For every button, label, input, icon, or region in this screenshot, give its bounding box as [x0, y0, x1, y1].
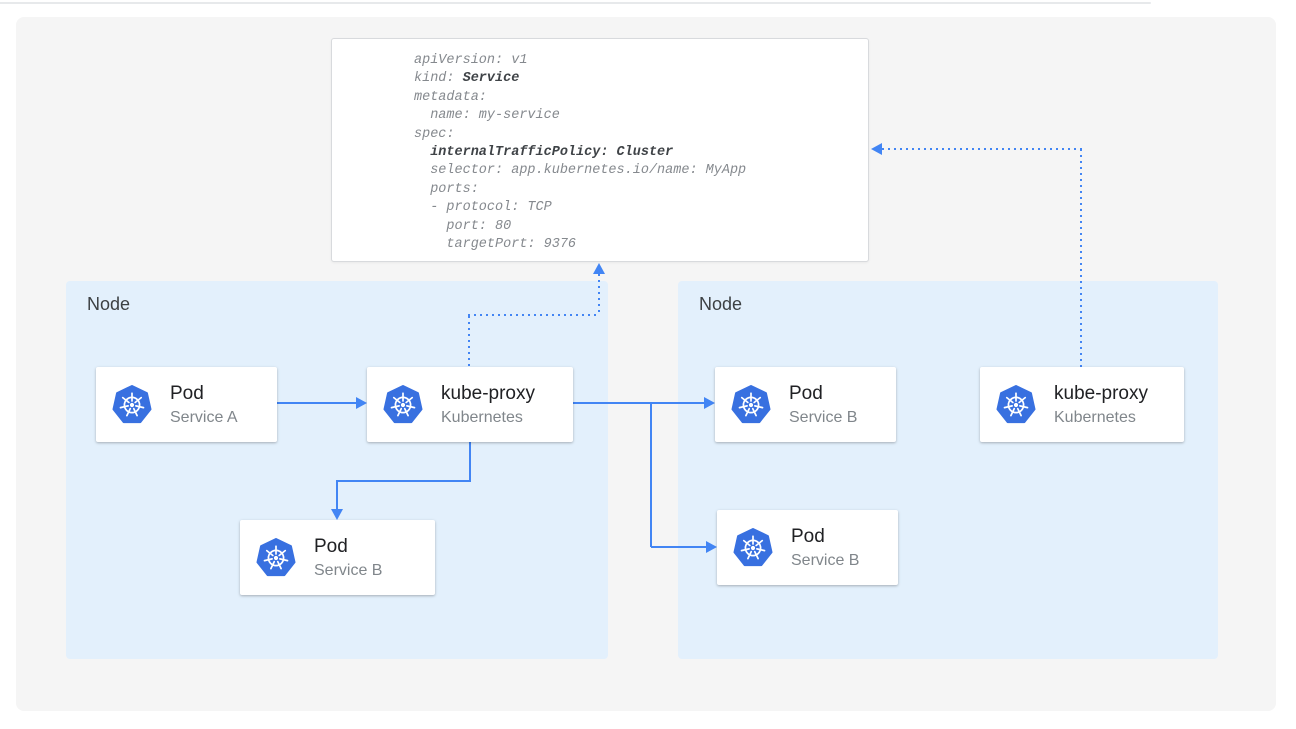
- pod-card-service-a: Pod Service A: [96, 367, 277, 442]
- arrow-kube-proxy-to-remote-pod-top-head: [704, 397, 715, 409]
- dotted-arrow-left-kube-proxy-segment: [468, 314, 600, 316]
- card-title: kube-proxy: [441, 382, 535, 405]
- top-divider: [0, 2, 1151, 4]
- card-subtitle: Service B: [789, 407, 857, 428]
- card-subtitle: Kubernetes: [1054, 407, 1148, 428]
- card-subtitle: Service A: [170, 407, 238, 428]
- pod-card-service-b-right-top: Pod Service B: [715, 367, 896, 442]
- kubernetes-icon: [732, 528, 774, 568]
- kubernetes-icon: [111, 385, 153, 425]
- pod-card-service-b-left: Pod Service B: [240, 520, 435, 595]
- kubernetes-icon: [730, 385, 772, 425]
- yaml-line: - protocol: TCP: [414, 199, 868, 217]
- kubernetes-icon: [255, 538, 297, 578]
- card-title: Pod: [170, 382, 238, 405]
- arrow-pod-a-to-kube-proxy-line: [277, 402, 358, 404]
- arrow-kube-proxy-to-local-pod-b-segment: [336, 480, 338, 510]
- yaml-line: apiVersion: v1: [414, 52, 868, 70]
- kubernetes-icon: [382, 385, 424, 425]
- node-right: Node: [678, 281, 1218, 659]
- yaml-line: kind: Service: [414, 70, 868, 88]
- yaml-line: port: 80: [414, 218, 868, 236]
- card-title: Pod: [314, 535, 382, 558]
- card-subtitle: Kubernetes: [441, 407, 535, 428]
- card-subtitle: Service B: [791, 550, 859, 571]
- arrow-pod-a-to-kube-proxy-head: [356, 397, 367, 409]
- kube-proxy-card-right: kube-proxy Kubernetes: [980, 367, 1184, 442]
- yaml-line: internalTrafficPolicy: Cluster: [414, 144, 868, 162]
- node-left: Node: [66, 281, 608, 659]
- yaml-line: ports:: [414, 181, 868, 199]
- yaml-line: spec:: [414, 126, 868, 144]
- card-title: Pod: [791, 525, 859, 548]
- arrow-kube-proxy-to-local-pod-b-head: [331, 509, 343, 520]
- service-yaml-box: apiVersion: v1 kind: Service metadata: n…: [331, 38, 869, 262]
- kubernetes-icon: [995, 385, 1037, 425]
- kube-proxy-card-left: kube-proxy Kubernetes: [367, 367, 573, 442]
- node-label: Node: [699, 294, 742, 315]
- pod-card-service-b-right-bottom: Pod Service B: [717, 510, 898, 585]
- yaml-line: targetPort: 9376: [414, 236, 868, 254]
- card-title: kube-proxy: [1054, 382, 1148, 405]
- dotted-arrow-left-kube-proxy-segment: [468, 316, 470, 367]
- node-label: Node: [87, 294, 130, 315]
- arrow-kube-proxy-to-local-pod-b-segment: [336, 480, 471, 482]
- arrow-kube-proxy-to-remote-pod-bottom-head: [706, 541, 717, 553]
- card-title: Pod: [789, 382, 857, 405]
- dotted-arrow-right-kube-proxy-segment: [882, 148, 1082, 150]
- yaml-line: metadata:: [414, 89, 868, 107]
- yaml-line: selector: app.kubernetes.io/name: MyApp: [414, 162, 868, 180]
- arrow-kube-proxy-to-local-pod-b-segment: [469, 442, 471, 481]
- dotted-arrow-left-kube-proxy-head: [593, 263, 605, 274]
- yaml-line: name: my-service: [414, 107, 868, 125]
- dotted-arrow-right-kube-proxy-segment: [1080, 149, 1082, 367]
- dotted-arrow-right-kube-proxy-head: [871, 143, 882, 155]
- arrow-branch-vertical: [650, 403, 652, 547]
- arrow-kube-proxy-to-remote-pod-bottom-line: [651, 546, 706, 548]
- card-subtitle: Service B: [314, 560, 382, 581]
- dotted-arrow-left-kube-proxy-segment: [598, 274, 600, 314]
- arrow-kube-proxy-to-remote-pod-top-line: [573, 402, 704, 404]
